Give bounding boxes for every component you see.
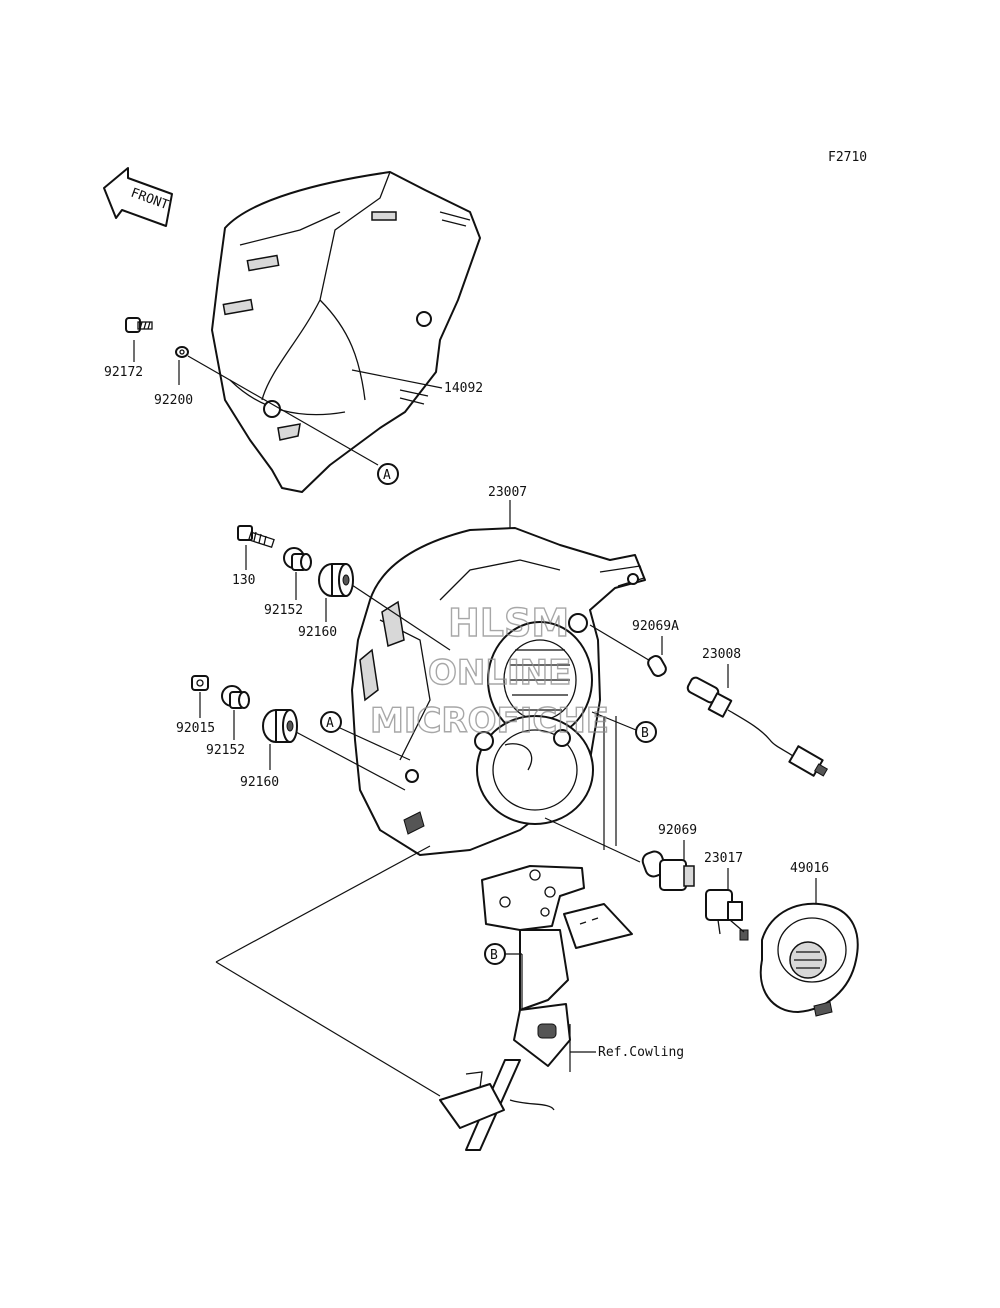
callout-92152-lower: 92152 [206,743,245,758]
watermark: HLSM ONLINE MICROFICHE [369,600,609,741]
rubber-cover-49016 [759,902,859,1017]
front-direction-arrow-icon: FRONT [103,167,173,227]
figure-code: F2710 [828,150,867,165]
callout-130: 130 [232,573,255,588]
callout-23007: 23007 [488,485,527,500]
callout-23008: 23008 [702,647,741,662]
callout-14092: 14092 [444,381,483,396]
ref-marker-a-assembly-label: A [326,716,334,731]
washer-92200 [175,346,189,358]
watermark-line-1: HLSM [448,601,569,645]
watermark-line-2: ONLINE [428,653,571,693]
nut-92015 [191,675,209,691]
ref-marker-a-label: A [383,468,391,483]
grommet-92160-lower [262,709,298,743]
headlight-bulb-92069 [641,850,695,891]
callout-92069: 92069 [658,823,697,838]
ref-marker-b [635,721,657,743]
callout-92172: 92172 [104,365,143,380]
position-bulb-92069A [647,655,667,677]
callout-92152-upper: 92152 [264,603,303,618]
bolt-92172 [125,317,153,333]
bolt-130 [237,525,275,549]
callout-92160-lower: 92160 [240,775,279,790]
socket-23017 [705,889,749,941]
callout-49016: 49016 [790,861,829,876]
callout-92015: 92015 [176,721,215,736]
ref-marker-a-assembly [320,711,342,733]
callout-92200: 92200 [154,393,193,408]
ref-marker-b-bracket-label: B [490,948,498,963]
ref-marker-b-label: B [641,726,649,741]
callout-23017: 23017 [704,851,743,866]
headlight-assembly-23007 [351,527,646,856]
socket-23008 [686,676,829,777]
headlight-cover-14092 [211,171,481,493]
collar-92152-lower [221,685,250,709]
ref-cowling-label: Ref.Cowling [598,1045,684,1060]
grommet-92160-upper [318,563,354,597]
headlight-stay-bracket [439,865,633,1151]
callout-92069A: 92069A [632,619,679,634]
ref-marker-a [377,463,399,485]
collar-92152-upper [283,547,312,571]
watermark-line-3: MICROFICHE [370,701,609,741]
callout-92160-upper: 92160 [298,625,337,640]
